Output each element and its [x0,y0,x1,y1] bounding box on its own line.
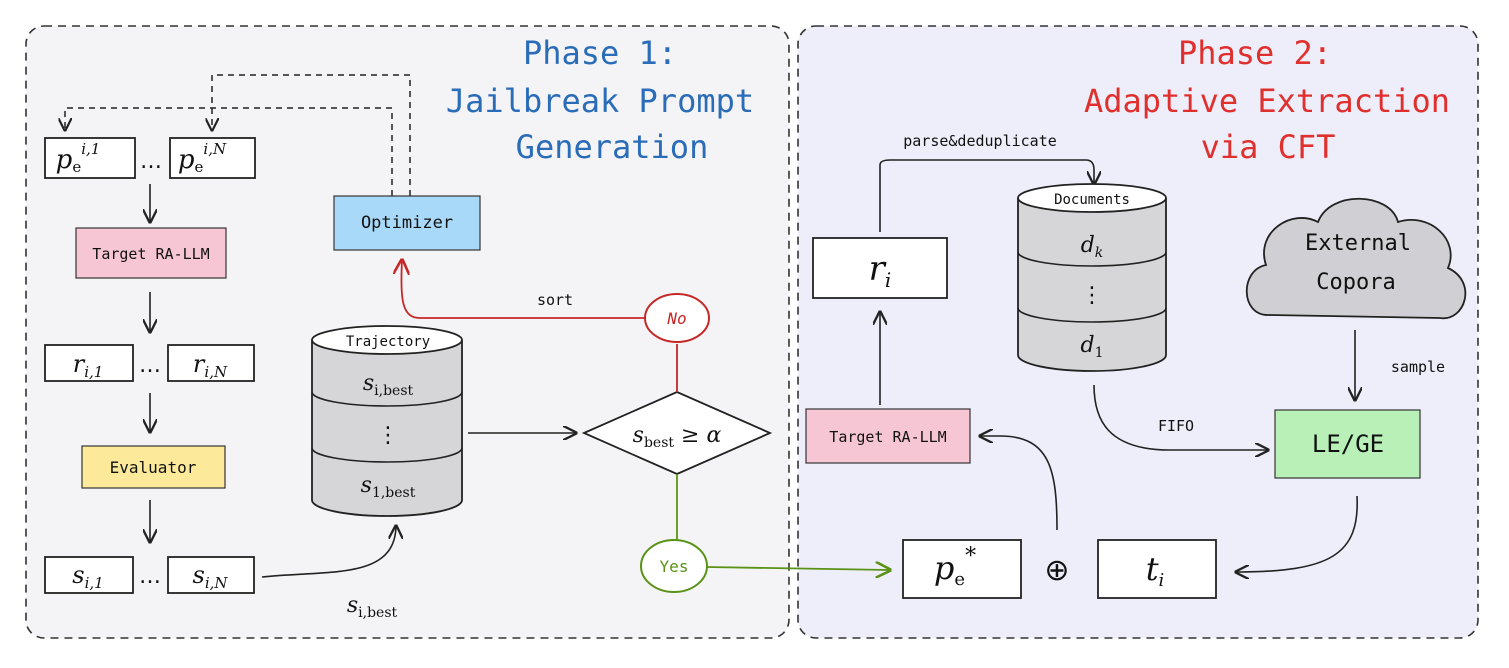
trajectory-top-entry: si,best [363,371,414,399]
svg-text:ri,N: ri,N [193,350,228,381]
response-to-documents-arrow [879,159,1094,232]
fifo-label: FIFO [1158,417,1194,435]
target-llm-label-phase1: Target RA-LLM [92,245,209,263]
prompt-box-right: pei,N [169,137,256,179]
score-to-trajectory-arrow [261,526,396,578]
svg-text:si,1: si,1 [72,561,103,592]
external-label-line2: Copora [1316,270,1395,295]
svg-text:ri,1: ri,1 [73,350,104,381]
yes-node [640,539,708,593]
svg-text:pei,1: pei,1 [56,140,101,176]
text-chunk-box: ti [1097,539,1217,599]
response-box-left: ri,1 [44,344,134,382]
phase1-title-line2: Jailbreak Prompt [446,82,754,120]
trajectory-ellipsis: ⋮ [377,423,399,448]
yes-label: Yes [660,557,689,576]
svg-text:pei,N: pei,N [178,140,227,176]
trajectory-cylinder [311,325,463,517]
decision-condition: sbest ≥ α [633,423,722,451]
documents-ellipsis: ⋮ [1081,283,1103,308]
external-label-line1: External [1305,231,1411,256]
target-llm-box-phase2 [805,408,971,464]
target-llm-box-phase1 [75,227,227,279]
oplus-symbol: ⊕ [1044,553,1069,588]
target-llm-label-phase2: Target RA-LLM [829,428,946,446]
score-box-right: si,N [167,556,255,594]
lege-label: LE/GE [1312,430,1384,458]
trajectory-bottom-entry: s1,best [361,473,416,501]
documents-label: Documents [1054,192,1130,208]
no-to-optimizer-arrow [401,260,645,319]
decision-diamond [581,391,773,475]
score-ellipsis: … [139,564,161,589]
response-box-phase2: ri [812,237,948,299]
lege-to-t-arrow [1236,495,1358,572]
phase1-title-line3: Generation [516,128,709,166]
optimizer-feedback-inner [65,107,393,196]
documents-cylinder [1017,183,1167,372]
optimizer-label: Optimizer [361,213,453,233]
sample-label: sample [1391,358,1445,376]
prompt-ellipsis: … [140,149,162,174]
svg-text:ri: ri [869,249,892,292]
phase2-title-line2: Adaptive Extraction [1084,82,1450,120]
evaluator-box [81,445,226,489]
phase1-title-line1: Phase 1: [523,34,677,72]
external-corpora-cloud [1245,197,1467,319]
phase2-title-line3: via CFT [1201,128,1336,166]
optimal-prompt-box: pe* [902,539,1022,599]
svg-text:pe*: pe* [934,544,976,590]
response-ellipsis: … [139,353,161,378]
no-label: No [666,309,686,328]
score-best-label: si,best [347,593,398,621]
svg-text:si,N: si,N [192,561,228,592]
prompt-box-left: pei,1 [44,137,136,179]
phase2-title-line1: Phase 2: [1178,34,1332,72]
lege-box [1274,409,1421,479]
sort-label: sort [537,291,573,309]
combined-to-target-arrow [980,436,1058,531]
documents-top-entry: dk [1081,233,1104,261]
evaluator-label: Evaluator [110,458,197,477]
optimizer-feedback-outer [212,74,411,196]
response-box-right: ri,N [167,344,255,382]
documents-to-lege-arrow [1093,384,1268,450]
documents-bottom-entry: d1 [1080,333,1103,361]
optimizer-box [333,195,481,251]
svg-text:ti: ti [1146,550,1165,591]
score-box-left: si,1 [44,556,134,594]
parse-label: parse&deduplicate [903,132,1057,150]
yes-to-prompt-arrow [706,567,890,570]
trajectory-label: Trajectory [346,334,430,350]
